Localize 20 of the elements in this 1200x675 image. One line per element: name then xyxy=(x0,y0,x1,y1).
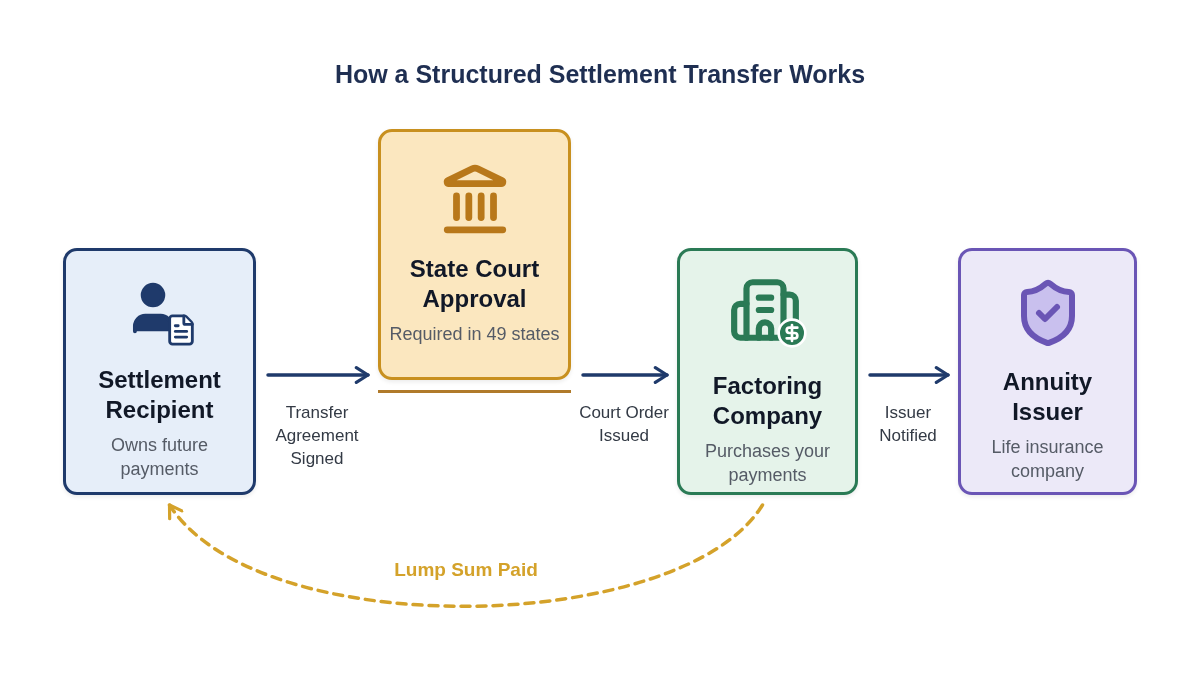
card-heading: State Court Approval xyxy=(408,254,541,314)
arrow xyxy=(581,366,669,384)
card-heading: Factoring Company xyxy=(711,371,824,431)
card-heading: Settlement Recipient xyxy=(97,365,222,425)
arrow xyxy=(266,366,370,384)
arrow xyxy=(167,503,765,608)
edge-label: Issuer Notified xyxy=(878,402,938,447)
card-description: Life insurance company xyxy=(990,436,1105,483)
edge-label: Transfer Agreement Signed xyxy=(274,402,360,470)
edge-label: Court Order Issued xyxy=(578,402,670,447)
arrow xyxy=(868,366,950,384)
process-card xyxy=(378,129,571,380)
card-heading: Annuity Issuer xyxy=(1001,367,1094,427)
process-card xyxy=(958,248,1137,495)
card-description: Owns future payments xyxy=(109,434,209,481)
card-description: Purchases your payments xyxy=(703,440,832,487)
card-description: Required in 49 states xyxy=(389,323,560,346)
process-card xyxy=(63,248,256,495)
diagram-title: How a Structured Settlement Transfer Works xyxy=(334,59,866,90)
process-card xyxy=(677,248,858,495)
